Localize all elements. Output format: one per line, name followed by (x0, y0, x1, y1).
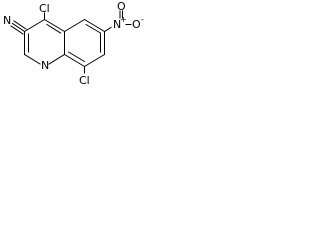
pyridine-ring (23, 18, 66, 65)
chlorine-bottom-label: Cl (79, 74, 90, 87)
nitro-group-bonds (119, 10, 132, 25)
ring-nitrogen-label: N (41, 59, 49, 72)
chlorine-top-label: Cl (39, 2, 50, 15)
nitro-nitrogen-label: N (113, 18, 121, 31)
nitro-plus-label: + (120, 15, 127, 24)
nitrile-bond (10, 20, 27, 35)
nitro-bond (103, 26, 112, 33)
cyano-nitrogen-label: N (3, 14, 11, 27)
nitro-minus-label: - (141, 15, 144, 24)
nitro-oxygen-top-label: O (117, 0, 126, 13)
quinoline-structure: N Cl N + O O - N Cl (3, 0, 144, 87)
nitro-oxygen-right-label: O (132, 18, 141, 31)
benzene-ring (63, 18, 106, 68)
